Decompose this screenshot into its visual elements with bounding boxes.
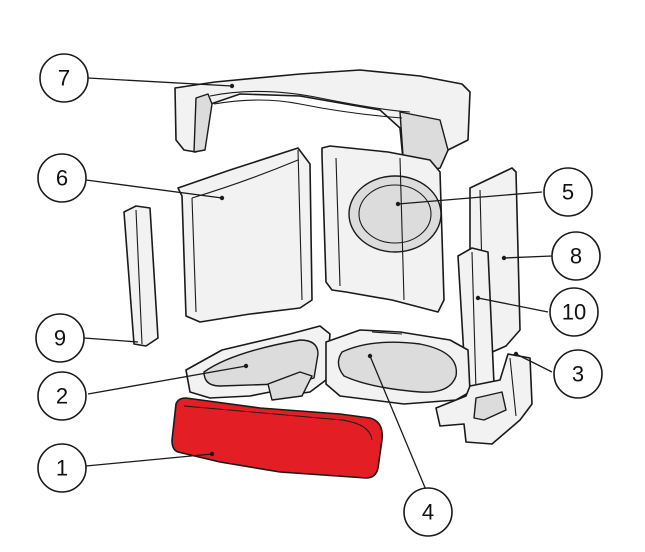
- leader-lines: [83, 77, 553, 491]
- leader-6: [85, 179, 223, 199]
- callout-label-2: 2: [56, 384, 68, 409]
- callout-2: 2: [37, 371, 87, 421]
- callout-10: 10: [549, 287, 599, 337]
- callout-label-6: 6: [56, 166, 68, 191]
- part-back-left-brick: [177, 147, 313, 323]
- part-front-brick-highlighted: [171, 397, 384, 479]
- part-right-base-brick: [325, 329, 471, 405]
- callout-label-7: 7: [58, 66, 70, 91]
- leader-1: [85, 453, 213, 467]
- callout-label-4: 4: [422, 500, 434, 525]
- leader-7: [87, 77, 233, 87]
- callout-1: 1: [37, 443, 87, 493]
- front-brick-shape: [171, 397, 384, 479]
- leader-4: [369, 355, 427, 491]
- callout-label-8: 8: [570, 244, 582, 269]
- callout-label-5: 5: [562, 180, 574, 205]
- callout-label-1: 1: [56, 456, 68, 481]
- leader-2: [87, 365, 247, 395]
- callout-label-10: 10: [562, 300, 586, 325]
- callout-6: 6: [37, 153, 87, 203]
- callout-4: 4: [403, 487, 453, 537]
- part-right-foot-brick: [435, 353, 533, 445]
- leader-3: [515, 353, 553, 373]
- callout-8: 8: [551, 231, 601, 281]
- leader-8: [503, 255, 553, 259]
- callout-label-9: 9: [54, 326, 66, 351]
- callout-3: 3: [553, 349, 603, 399]
- leader-10: [477, 297, 549, 313]
- part-left-base-brick: [185, 325, 331, 401]
- callout-5: 5: [543, 167, 593, 217]
- callout-label-3: 3: [572, 362, 584, 387]
- part-back-right-brick: [321, 145, 445, 313]
- leader-9: [83, 337, 139, 343]
- part-left-post: [123, 205, 159, 347]
- leader-5: [397, 191, 543, 205]
- callout-9: 9: [35, 313, 85, 363]
- callout-7: 7: [39, 53, 89, 103]
